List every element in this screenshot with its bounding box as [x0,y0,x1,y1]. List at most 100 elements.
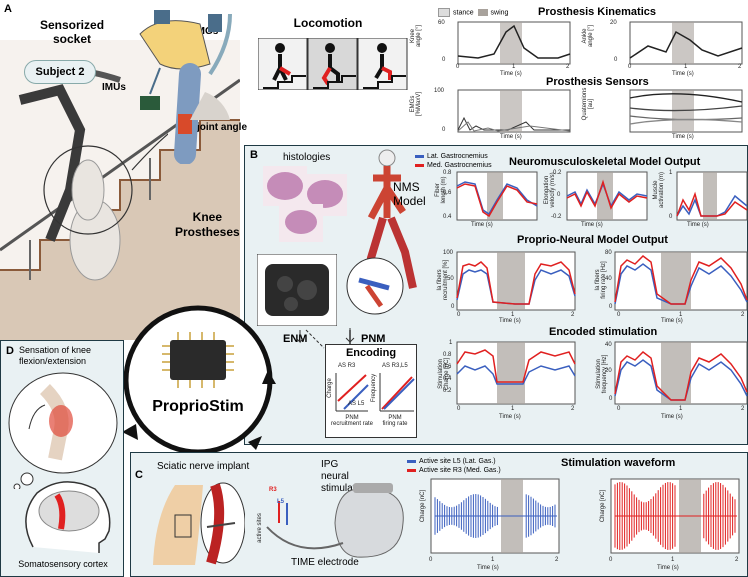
emg-xlabel: Time (s) [500,134,522,140]
wave-l-xtick-2: 2 [555,557,559,563]
ia-recruitment-plot [456,251,576,311]
wave-r-xtick-1: 1 [671,557,675,563]
sf-tick-0: 40 [605,342,612,348]
imus-label: IMUs [102,82,126,93]
cortex-label: Somatosensory cortex [18,559,108,569]
ch-xtick-1: 1 [511,406,515,412]
fr-xtick-2: 2 [741,312,745,318]
waveform-r3-red [614,482,737,550]
rec-xtick-2: 2 [571,312,575,318]
enc-as-r3: AS R3 [338,363,356,369]
encoding-curves [335,373,415,412]
enc-as-l5: AS L5 [348,401,365,407]
enc-as-r3l5: AS R3,L5 [382,363,408,369]
fr-xtick-0: 0 [617,312,621,318]
subject-label: Subject 2 [24,60,96,84]
walker-phase-3 [363,43,406,89]
ch-xlabel: Time (s) [499,414,521,420]
rec-tick-2: 0 [451,304,455,310]
sciatic-label: Sciatic nerve implant [157,461,250,472]
legend-swing: swing [490,9,509,17]
ma-tick-0: 1 [669,170,673,176]
elongation-velocity-plot [566,171,648,221]
ch-tick-4: 0.2 [443,388,452,394]
kin-xtick-0: 0 [456,64,460,70]
quat-xlabel: Time (s) [672,134,694,140]
r3-label: R3 [269,487,277,493]
wave-l-xlabel: Time (s) [477,565,499,571]
ch-xtick-0: 0 [457,406,461,412]
panel-c-letter: C [135,469,143,481]
quat-ylabel: Quaternions [au] [582,87,594,121]
sciatic-implant-illustration [153,482,245,565]
prosthesis-kinematics-sensors [457,21,743,133]
rec-xtick-1: 1 [511,312,515,318]
sf-tick-2: 0 [609,396,613,402]
locomotion-phases [258,38,408,90]
panel-a-letter: A [4,3,12,15]
fiber-length-plot [456,171,538,221]
muscle-act-ylabel: Muscle activation (m) [653,172,665,209]
enc-frequency-label: Frequency [371,373,378,403]
nms-model-label: NMS Model [393,180,426,208]
ankle-xtick-0: 0 [628,64,632,70]
ma-tick-1: 0 [669,214,673,220]
enc-pnm-recruitment: PNM recruitment rate [330,415,373,427]
legend-stance: stance [453,9,474,17]
histology-images [263,166,347,242]
rec-xlabel: Time (s) [499,318,521,324]
fr-tick-1: 40 [605,276,612,282]
walker-phase-2 [313,43,356,89]
muscle-activation-plot [676,171,748,221]
fr-xlabel: Time (s) [661,318,683,324]
enm-label: ENM [283,333,308,345]
legend-l5: Active site L5 (Lat. Gas.) [419,458,496,465]
ev-tick-1: 0 [557,192,561,198]
emgs-label: EMGs [190,26,219,37]
stance-swing-legend: stance swing [438,8,508,17]
ch-tick-2: 0.6 [443,364,452,370]
l5-label: L5 [277,499,285,505]
emg-tick-bottom: 0 [442,127,446,133]
ankle-ylabel: Ankle angle [°] [582,24,594,48]
ch-tick-3: 0.4 [443,376,452,382]
sf-xtick-1: 1 [679,406,683,412]
ankle-xtick-1: 1 [684,64,688,70]
waveform-legend: Active site L5 (Lat. Gas.) Active site R… [407,457,501,475]
wave-l-xtick-0: 0 [429,557,433,563]
ia-firing-plot [614,251,748,311]
ankle-tick-bottom: 0 [614,57,618,63]
panel-c: C Sciatic nerve implant IPG neural stimu… [130,452,748,577]
charge-ylabel-left: Charge [nC] [420,489,427,523]
legend-r3: Active site R3 (Med. Gas.) [419,467,501,474]
encoded-stim-title: Encoded stimulation [549,326,658,338]
joint-angle-arc [190,92,230,120]
panel-b: B histologies ENM NMS Model PNM Encoding… [244,145,748,445]
rec-xtick-0: 0 [457,312,461,318]
ankle-xlabel: Time (s) [672,71,694,77]
enc-pnm-firing: PNM firing rate [382,415,408,427]
locomotion-title: Locomotion [293,16,363,30]
sf-xlabel: Time (s) [661,414,683,420]
sf-tick-1: 20 [605,368,612,374]
fl-tick-1: 0.6 [443,190,452,196]
histologies-label: histologies [283,152,331,163]
ankle-xtick-2: 2 [738,64,742,70]
waveform-title: Stimulation waveform [561,457,676,469]
nms-output-title: Neuromusculoskeletal Model Output [509,156,701,168]
emg-ylabel: EMGs [%MaxV] [410,92,422,117]
sf-xtick-2: 2 [741,406,745,412]
knee-tick-bottom: 0 [442,57,446,63]
rec-tick-0: 100 [443,250,454,256]
stim-charge-plot [456,341,576,405]
ev-tick-0: 0.2 [553,170,562,176]
knee-prostheses-label: Knee Prostheses [175,210,240,239]
panel-b-letter: B [250,149,258,161]
kin-xtick-2: 2 [566,64,570,70]
ev-xlabel: Time (s) [581,222,603,228]
fl-xlabel: Time (s) [471,222,493,228]
ch-tick-1: 0.8 [443,352,452,358]
panel-b-plots [456,171,748,405]
wave-l-xtick-1: 1 [491,557,495,563]
wave-r-xtick-2: 2 [735,557,739,563]
